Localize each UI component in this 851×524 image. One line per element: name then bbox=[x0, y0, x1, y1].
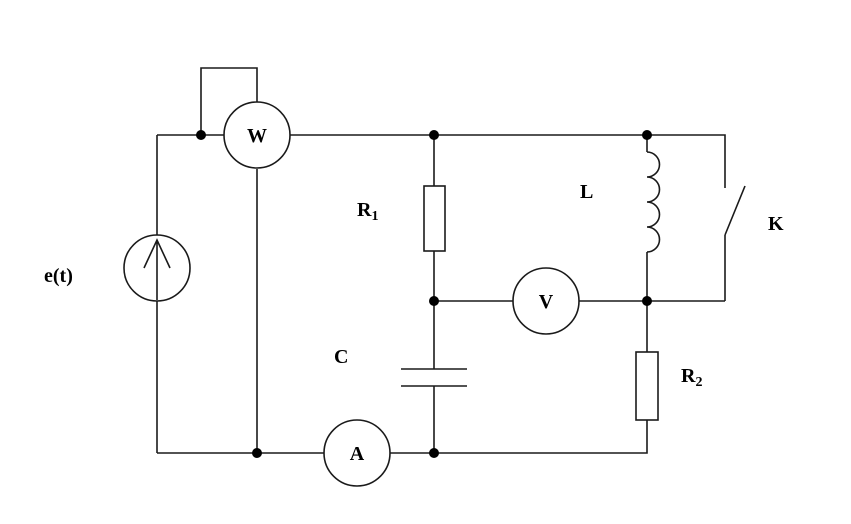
source-label: e(t) bbox=[44, 265, 73, 287]
node-top-r1 bbox=[429, 130, 439, 140]
switch-blade bbox=[724, 185, 746, 236]
inductor-label: L bbox=[580, 181, 593, 203]
voltmeter: V bbox=[512, 267, 580, 335]
wattmeter: W bbox=[223, 101, 291, 169]
voltmeter-circle bbox=[512, 267, 580, 335]
wattmeter-voltage-loop bbox=[200, 67, 258, 135]
inductor-coil-icon bbox=[646, 151, 661, 253]
ammeter-circle bbox=[323, 419, 391, 487]
capacitor-label: C bbox=[334, 346, 348, 368]
wattmeter-circle bbox=[223, 101, 291, 169]
node-mid-right bbox=[642, 296, 652, 306]
ammeter: A bbox=[323, 419, 391, 487]
r1-label: R1 bbox=[357, 199, 378, 224]
ammeter-label: A bbox=[350, 443, 365, 465]
inductor bbox=[646, 151, 661, 253]
resistor-r1 bbox=[423, 185, 446, 252]
node-top-left bbox=[196, 130, 206, 140]
switch-k bbox=[724, 185, 746, 236]
node-bottom-left bbox=[252, 448, 262, 458]
r1-subscript: 1 bbox=[371, 209, 378, 224]
resistor-r2 bbox=[635, 351, 659, 421]
r2-letter: R bbox=[681, 365, 696, 387]
source-arrow-icon bbox=[143, 238, 171, 300]
node-bottom-c bbox=[429, 448, 439, 458]
junction-nodes bbox=[196, 130, 652, 458]
r2-label: R2 bbox=[681, 365, 702, 390]
r2-subscript: 2 bbox=[695, 375, 702, 390]
node-mid-left bbox=[429, 296, 439, 306]
wattmeter-label: W bbox=[247, 125, 267, 147]
switch-label: K bbox=[768, 213, 784, 235]
r1-letter: R bbox=[357, 199, 372, 221]
r2-body bbox=[635, 351, 659, 421]
r1-body bbox=[423, 185, 446, 252]
wire-bottom-right bbox=[390, 420, 648, 454]
voltmeter-label: V bbox=[539, 291, 554, 313]
voltage-source bbox=[123, 234, 191, 302]
capacitor bbox=[401, 368, 467, 387]
node-top-l bbox=[642, 130, 652, 140]
